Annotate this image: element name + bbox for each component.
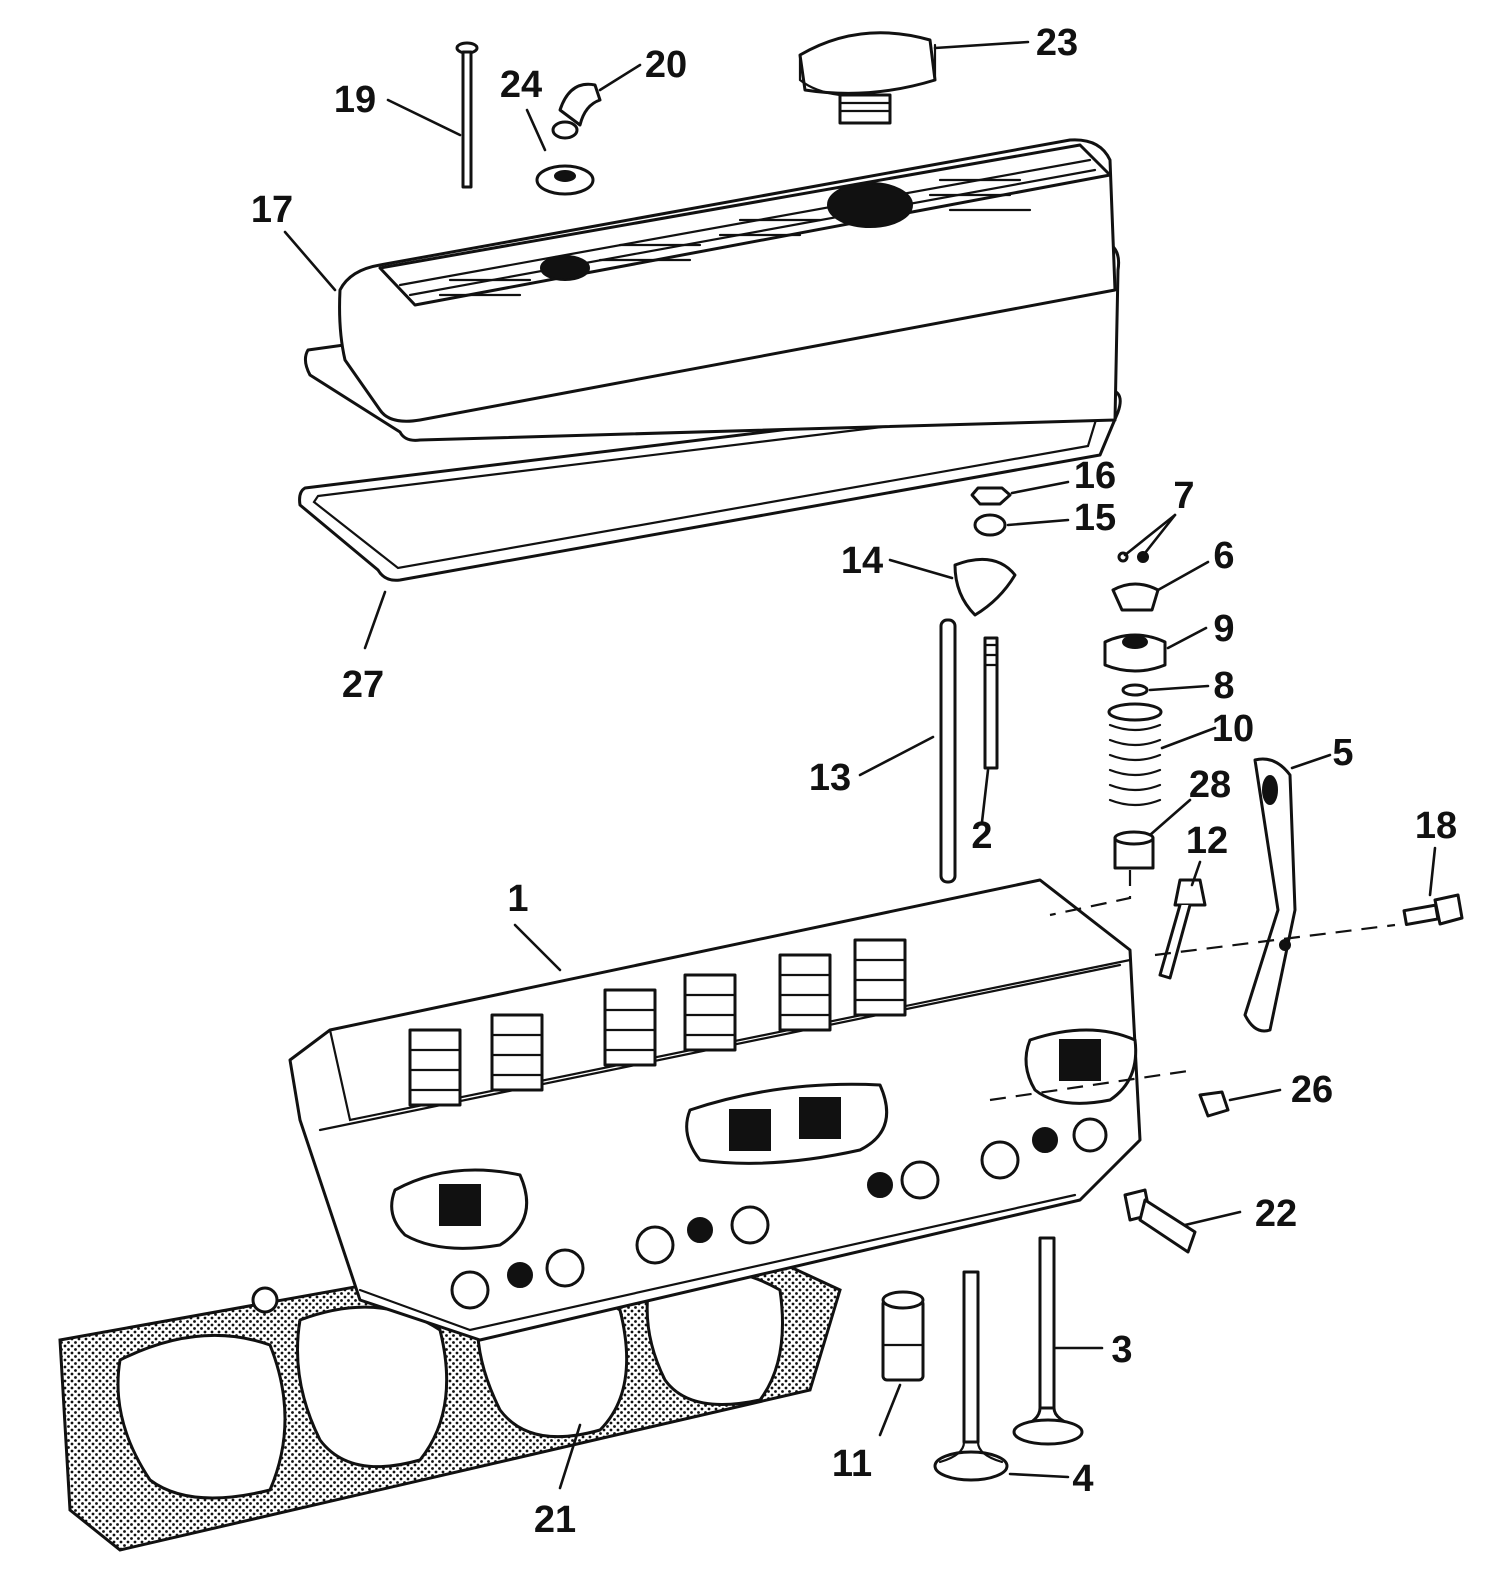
callout-15: 15: [1074, 497, 1116, 539]
bracket-bolt: [1158, 878, 1207, 980]
oil-filler-opening: [827, 182, 913, 228]
oil-filler-cap: [798, 31, 937, 125]
rocker-ball: [973, 513, 1007, 537]
callout-19: 19: [334, 79, 376, 121]
callout-23: 23: [1036, 22, 1078, 64]
pcv-grommet: [535, 164, 595, 196]
valve-lifter: [881, 1290, 925, 1382]
callout-18: 18: [1415, 805, 1457, 847]
callout-4: 4: [1072, 1458, 1093, 1500]
pcv-elbow: [551, 82, 602, 140]
head-plug: [1198, 1090, 1230, 1118]
assembly-line-bracket: [1154, 923, 1396, 957]
rocker-arm: [953, 557, 1017, 617]
lifting-bracket: [1243, 757, 1297, 1033]
callout-7: 7: [1173, 475, 1194, 517]
rocker-cover-fins: [438, 178, 1032, 297]
rocker-cover: [338, 138, 1117, 423]
head-bolt-bosses: [450, 1117, 1108, 1310]
head-gasket: [58, 1223, 842, 1552]
callout-6: 6: [1213, 535, 1234, 577]
valve-keys: [1117, 551, 1149, 563]
spring-cap: [1103, 633, 1167, 673]
callout-labels: 1 2 3 4 5 6 7 8 9 10 11 12 13 14 15 16 1…: [251, 22, 1457, 1541]
spark-plug: [1123, 1188, 1197, 1254]
callout-1: 1: [507, 878, 528, 920]
small-bolt: [1402, 893, 1464, 926]
valve-spring: [1107, 702, 1163, 807]
valve-rotator: [1111, 582, 1160, 612]
callout-27: 27: [342, 664, 384, 706]
callout-16: 16: [1074, 455, 1116, 497]
callout-24: 24: [500, 64, 542, 106]
callout-12: 12: [1186, 820, 1228, 862]
callout-13: 13: [809, 757, 851, 799]
callout-26: 26: [1291, 1069, 1333, 1111]
callout-2: 2: [971, 815, 992, 857]
callout-8: 8: [1213, 665, 1234, 707]
callout-17: 17: [251, 189, 293, 231]
callout-9: 9: [1213, 608, 1234, 650]
callout-3: 3: [1111, 1329, 1132, 1371]
push-rod: [939, 618, 957, 884]
cylinder-head: [288, 878, 1142, 1342]
rocker-nut: [970, 486, 1012, 506]
callout-21: 21: [534, 1499, 576, 1541]
rocker-cover-gasket: [298, 388, 1122, 582]
spring-shield: [1113, 830, 1155, 870]
callout-5: 5: [1332, 732, 1353, 774]
callout-28: 28: [1189, 764, 1231, 806]
callout-22: 22: [1255, 1193, 1297, 1235]
cylinder-head-ports: [390, 1028, 1138, 1250]
leader-lines: [283, 40, 1437, 1490]
callout-10: 10: [1212, 708, 1254, 750]
callout-14: 14: [841, 540, 883, 582]
cover-bolt: [455, 41, 479, 189]
assembly-line-shield: [1049, 870, 1132, 917]
installed-valve-springs: [408, 938, 907, 1107]
callout-11: 11: [832, 1443, 872, 1485]
rocker-stud: [983, 636, 999, 770]
exhaust-valve: [1012, 1236, 1084, 1446]
callout-20: 20: [645, 44, 687, 86]
assembly-line-plug: [989, 1068, 1196, 1102]
pcv-opening: [540, 255, 590, 281]
oil-seal-ring: [1121, 683, 1149, 697]
intake-valve: [933, 1270, 1009, 1482]
